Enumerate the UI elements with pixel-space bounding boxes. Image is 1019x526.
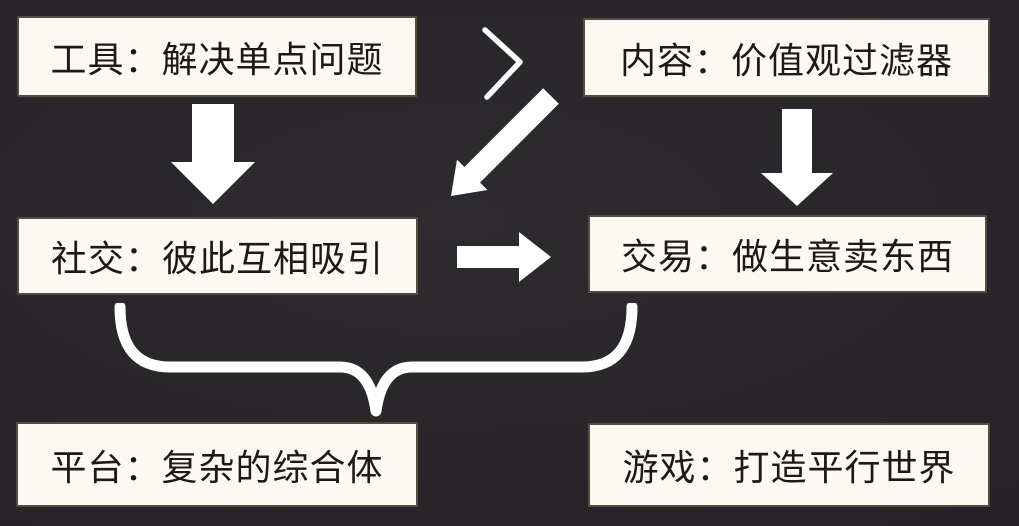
arrow-right-social-to-trade-icon: [457, 232, 551, 282]
node-platform-label: 平台：复杂的综合体: [50, 446, 384, 488]
node-game: 游戏：打造平行世界: [588, 423, 990, 507]
node-content: 内容：价值观过滤器: [583, 18, 990, 97]
node-game-label: 游戏：打造平行世界: [622, 447, 956, 488]
node-tool-label: 工具：解决单点问题: [50, 38, 384, 80]
arrow-down-content-to-trade-icon: [761, 109, 833, 206]
arrow-down-tool-to-social-icon: [171, 104, 255, 204]
node-platform: 平台：复杂的综合体: [16, 422, 418, 507]
curly-brace-down-icon: [114, 303, 638, 417]
node-social: 社交：彼此互相吸引: [17, 217, 418, 295]
node-social-label: 社交：彼此互相吸引: [50, 238, 384, 279]
node-tool: 工具：解决单点问题: [17, 16, 417, 97]
node-trade: 交易：做生意卖东西: [588, 215, 987, 293]
chevron-right-icon: [482, 27, 523, 100]
node-trade-label: 交易：做生意卖东西: [620, 236, 954, 277]
node-content-label: 内容：价值观过滤器: [619, 39, 953, 81]
arrow-diagonal-content-to-social-icon: [451, 88, 559, 196]
